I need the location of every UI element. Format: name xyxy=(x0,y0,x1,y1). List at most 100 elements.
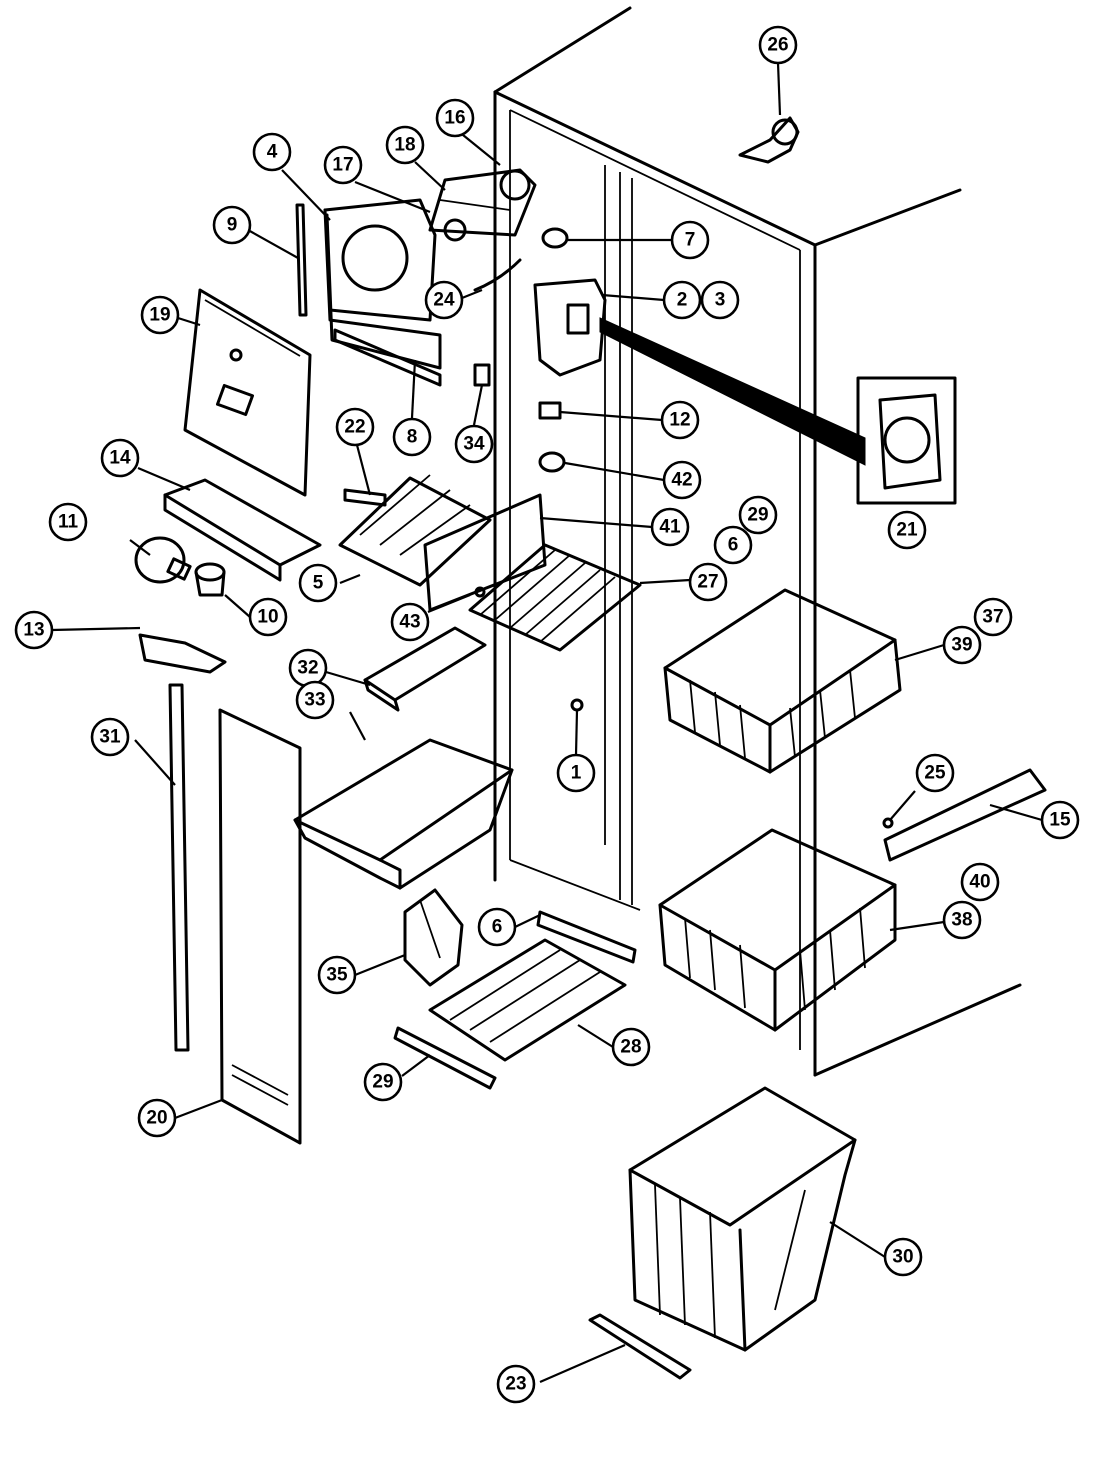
fan-shroud xyxy=(403,888,464,987)
callout-13: 13 xyxy=(14,610,54,650)
callout-24: 24 xyxy=(424,280,464,320)
callout-15: 15 xyxy=(1040,800,1080,840)
rail-lower xyxy=(536,910,637,964)
deep-basket xyxy=(628,1086,857,1352)
beam-part xyxy=(599,317,866,466)
plug-part xyxy=(541,227,569,249)
callout-18: 18 xyxy=(385,125,425,165)
callout-11: 11 xyxy=(48,502,88,542)
svg-text:31: 31 xyxy=(99,727,121,748)
callout-17: 17 xyxy=(323,145,363,185)
callout-30: 30 xyxy=(883,1237,923,1277)
svg-text:18: 18 xyxy=(394,135,415,156)
svg-text:16: 16 xyxy=(444,108,465,129)
svg-text:27: 27 xyxy=(697,572,718,593)
bracket-part xyxy=(423,493,547,612)
callout-38: 38 xyxy=(942,900,982,940)
cube-tray xyxy=(363,626,487,712)
svg-text:8: 8 xyxy=(407,427,418,448)
strip-part xyxy=(295,203,308,317)
svg-text:34: 34 xyxy=(463,434,485,455)
clip-part xyxy=(473,363,491,387)
callout-43: 43 xyxy=(390,602,430,642)
svg-text:4: 4 xyxy=(267,142,278,163)
callout-4: 4 xyxy=(252,132,292,172)
svg-text:28: 28 xyxy=(620,1037,641,1058)
svg-text:29: 29 xyxy=(372,1072,393,1093)
knob-part xyxy=(538,451,566,473)
callout-28: 28 xyxy=(611,1027,651,1067)
svg-text:17: 17 xyxy=(332,155,353,176)
svg-text:10: 10 xyxy=(257,607,278,628)
svg-text:22: 22 xyxy=(344,417,365,438)
svg-text:2: 2 xyxy=(677,290,688,311)
socket-part xyxy=(194,562,226,597)
screw-part xyxy=(343,488,387,507)
svg-text:26: 26 xyxy=(767,35,788,56)
icemaker-mechanism xyxy=(428,168,537,242)
trim-piece xyxy=(588,1313,692,1380)
svg-text:6: 6 xyxy=(728,535,739,556)
callout-29-lower: 29 xyxy=(363,1062,403,1102)
svg-text:33: 33 xyxy=(304,690,325,711)
leader-lines xyxy=(51,62,1043,1384)
svg-text:11: 11 xyxy=(58,512,79,533)
callout-12: 12 xyxy=(660,400,700,440)
callout-39: 39 xyxy=(942,625,982,665)
svg-text:13: 13 xyxy=(23,620,44,641)
bar-part xyxy=(333,328,442,387)
svg-text:38: 38 xyxy=(951,910,972,931)
svg-text:19: 19 xyxy=(149,305,170,326)
cover-panel xyxy=(183,288,312,497)
svg-text:14: 14 xyxy=(109,448,131,469)
callout-42: 42 xyxy=(662,460,702,500)
callout-41: 41 xyxy=(650,507,690,547)
housing-part xyxy=(533,278,607,377)
svg-text:7: 7 xyxy=(685,230,696,251)
callout-labels: 26 16 18 17 4 9 7 2 3 24 19 8 34 12 22 4… xyxy=(14,25,1080,1404)
wire-shelf-lower xyxy=(428,938,627,1062)
svg-text:25: 25 xyxy=(924,763,946,784)
callout-7: 7 xyxy=(670,220,710,260)
bulb-part xyxy=(134,536,192,584)
svg-text:20: 20 xyxy=(146,1108,167,1129)
fitting-part xyxy=(738,116,800,164)
svg-text:23: 23 xyxy=(505,1374,526,1395)
callout-16: 16 xyxy=(435,98,475,138)
callout-34: 34 xyxy=(454,424,494,464)
ice-bin xyxy=(293,738,514,890)
wire-shelf-upper xyxy=(468,543,642,652)
screw-small xyxy=(570,698,584,712)
callout-3: 3 xyxy=(700,280,740,320)
callout-25: 25 xyxy=(915,753,955,793)
callout-20: 20 xyxy=(137,1098,177,1138)
svg-text:3: 3 xyxy=(715,290,726,311)
bracket-tray xyxy=(163,478,322,582)
switch-part xyxy=(538,401,562,420)
shield-part xyxy=(138,633,227,674)
strip-lower xyxy=(393,1026,497,1090)
callout-32: 32 xyxy=(288,648,328,688)
svg-text:1: 1 xyxy=(571,763,582,784)
svg-text:42: 42 xyxy=(671,470,692,491)
callout-19: 19 xyxy=(140,295,180,335)
inset-detail-box xyxy=(856,376,957,505)
lower-basket xyxy=(658,828,897,1032)
svg-text:39: 39 xyxy=(951,635,972,656)
callout-1: 1 xyxy=(556,753,596,793)
svg-text:30: 30 xyxy=(892,1247,913,1268)
callout-23: 23 xyxy=(496,1364,536,1404)
svg-text:9: 9 xyxy=(227,215,238,236)
callout-26: 26 xyxy=(758,25,798,65)
svg-text:21: 21 xyxy=(896,520,918,541)
callout-37: 37 xyxy=(973,597,1013,637)
callout-22: 22 xyxy=(335,407,375,447)
pin-part xyxy=(474,586,486,598)
svg-text:24: 24 xyxy=(433,290,455,311)
trim-strip xyxy=(168,683,190,1052)
svg-text:15: 15 xyxy=(1049,810,1071,831)
svg-text:40: 40 xyxy=(969,872,990,893)
cabinet xyxy=(493,6,1022,1077)
svg-text:29: 29 xyxy=(747,505,768,526)
svg-text:35: 35 xyxy=(326,965,348,986)
